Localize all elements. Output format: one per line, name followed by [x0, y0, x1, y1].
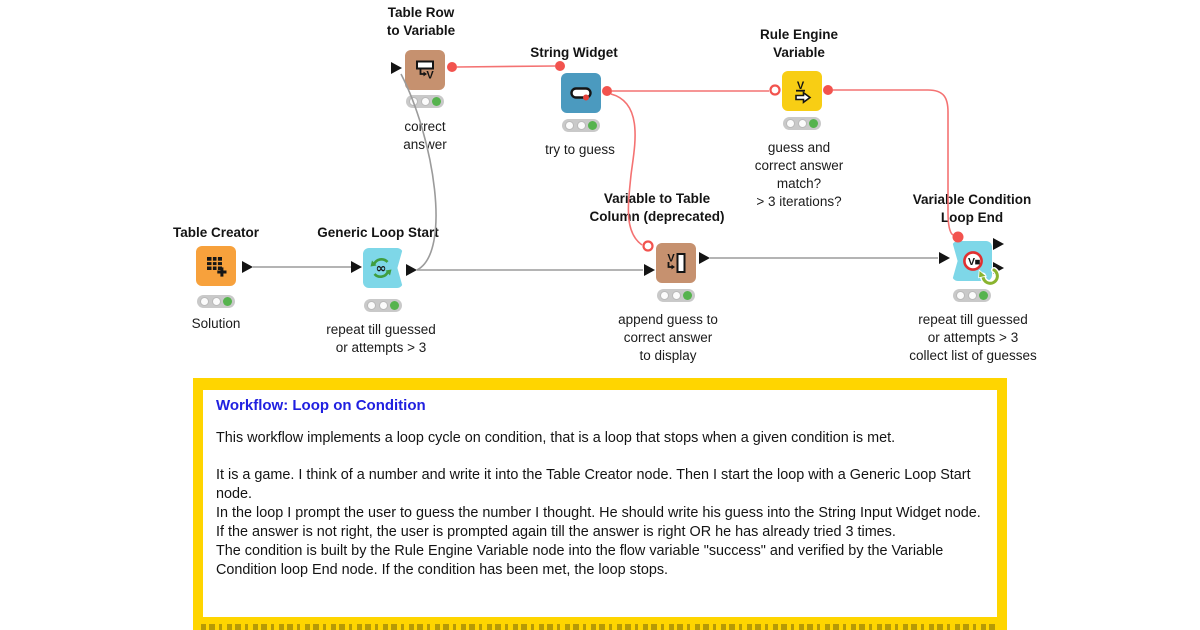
node-comment-variable-to-table-column[interactable]: append guess to correct answer to displa…	[618, 312, 718, 363]
annotation-title: Workflow: Loop on Condition	[216, 397, 426, 414]
port-in-table-row-to-variable	[391, 62, 402, 74]
annotation-paragraph: This workflow implements a loop cycle on…	[216, 430, 896, 446]
variable-to-column-icon: V	[667, 253, 686, 273]
clipped-text-row	[201, 624, 999, 630]
traffic-light-variable-condition-loop-end	[953, 289, 991, 302]
port-in-variable-to-table-column	[644, 264, 655, 276]
variable-arrow-icon: V	[795, 80, 812, 104]
traffic-light-rule-engine-variable	[783, 117, 821, 130]
node-string-widget[interactable]	[561, 73, 601, 113]
traffic-light-table-row-to-variable	[406, 95, 444, 108]
node-table-creator[interactable]	[196, 246, 236, 286]
node-title-table-row-to-variable: Table Row to Variable	[386, 5, 456, 38]
varport-in-variable-to-table-column	[642, 240, 654, 252]
svg-text:V: V	[797, 80, 805, 92]
svg-text:V: V	[426, 70, 434, 82]
annotation-paragraph: It is a game. I think of a number and wr…	[216, 467, 981, 578]
varport-out-rule-engine-variable	[823, 85, 833, 95]
varport-in-variable-condition-loop-end	[952, 231, 964, 243]
port-out-generic-loop-start	[406, 264, 417, 276]
traffic-light-variable-to-table-column	[657, 289, 695, 302]
text-input-icon	[570, 87, 592, 101]
node-variable-condition-loop-end[interactable]: V	[952, 241, 992, 281]
svg-text:∞: ∞	[376, 262, 387, 277]
node-title-table-creator: Table Creator	[172, 225, 260, 240]
port-in-variable-condition-loop-end	[939, 252, 950, 264]
traffic-light-generic-loop-start	[364, 299, 402, 312]
loop-infinity-icon: ∞	[370, 258, 392, 278]
port-out-table-creator	[242, 261, 253, 273]
varport-out-string-widget	[602, 86, 612, 96]
node-title-string-widget: String Widget	[530, 45, 618, 60]
node-title-variable-to-table-column: Variable to Table Column (deprecated)	[589, 191, 725, 224]
varport-out-table-row-to-variable	[447, 62, 457, 72]
varport-in-string-widget	[555, 61, 565, 71]
port-in-generic-loop-start	[351, 261, 362, 273]
table-grid-icon	[207, 257, 227, 277]
traffic-light-string-widget	[562, 119, 600, 132]
node-comment-table-row-to-variable[interactable]: correct answer	[403, 119, 447, 152]
node-rule-engine-variable[interactable]: V	[782, 71, 822, 111]
node-title-generic-loop-start: Generic Loop Start	[317, 225, 439, 240]
node-comment-table-creator[interactable]: Solution	[191, 316, 241, 331]
row-to-variable-icon: V	[416, 60, 434, 82]
node-generic-loop-start[interactable]: ∞	[363, 248, 403, 288]
node-comment-rule-engine-variable[interactable]: guess and correct answer match? > 3 iter…	[754, 140, 844, 209]
loop-back-arrow-icon	[978, 267, 1001, 287]
variable-condition-stop-icon: V	[963, 251, 983, 271]
workflow-annotation-body: Workflow: Loop on Condition This workflo…	[203, 390, 997, 617]
node-comment-string-widget[interactable]: try to guess	[545, 142, 615, 157]
node-table-row-to-variable[interactable]: V	[405, 50, 445, 90]
node-comment-generic-loop-start[interactable]: repeat till guessed or attempts > 3	[326, 322, 436, 355]
data-ports[interactable]	[242, 62, 1004, 276]
node-comment-variable-condition-loop-end[interactable]: repeat till guessed or attempts > 3 coll…	[909, 312, 1037, 363]
node-variable-to-table-column[interactable]: V	[656, 243, 696, 283]
wire-rowtovar-to-widget	[456, 65, 556, 68]
svg-text:V: V	[667, 253, 675, 265]
port-out1-variable-condition-loop-end	[993, 238, 1004, 250]
workflow-annotation[interactable]: Workflow: Loop on Condition This workflo…	[193, 378, 1007, 630]
node-title-rule-engine-variable: Rule Engine Variable	[759, 27, 839, 60]
varport-in-rule-engine-variable	[769, 84, 781, 96]
node-title-variable-condition-loop-end: Variable Condition Loop End	[912, 192, 1032, 225]
traffic-light-table-creator	[197, 295, 235, 308]
port-out-variable-to-table-column	[699, 252, 710, 264]
svg-text:V: V	[968, 256, 975, 268]
